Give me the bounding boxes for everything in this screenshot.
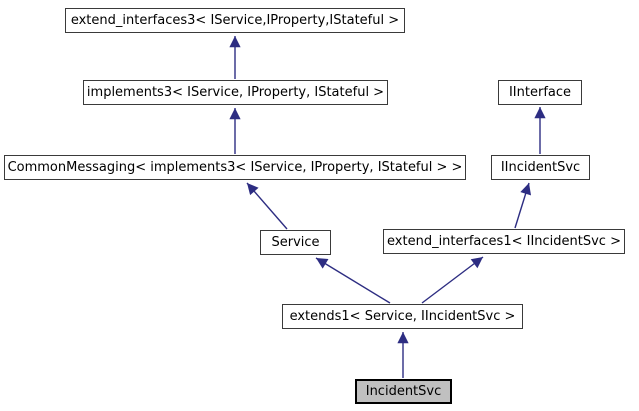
node-implements3[interactable]: implements3< IService, IProperty, IState… bbox=[83, 80, 388, 105]
node-iincidentsvc[interactable]: IIncidentSvc bbox=[491, 155, 590, 180]
node-incidentsvc-current: IncidentSvc bbox=[355, 379, 452, 404]
node-extend-interfaces3[interactable]: extend_interfaces3< IService,IProperty,I… bbox=[65, 8, 405, 33]
edge-service-to-commonmessaging bbox=[246, 182, 288, 230]
node-service[interactable]: Service bbox=[260, 230, 331, 255]
edge-extends1-to-extend_interfaces1 bbox=[421, 256, 484, 304]
node-extends1[interactable]: extends1< Service, IIncidentSvc > bbox=[282, 304, 523, 329]
node-extend-interfaces1[interactable]: extend_interfaces1< IIncidentSvc > bbox=[383, 229, 625, 254]
edge-extends1-to-service bbox=[315, 257, 391, 304]
node-commonmessaging[interactable]: CommonMessaging< implements3< IService, … bbox=[4, 155, 466, 180]
edge-extend_interfaces1-to-iincidentsvc bbox=[514, 182, 532, 229]
node-iinterface[interactable]: IInterface bbox=[498, 80, 582, 105]
